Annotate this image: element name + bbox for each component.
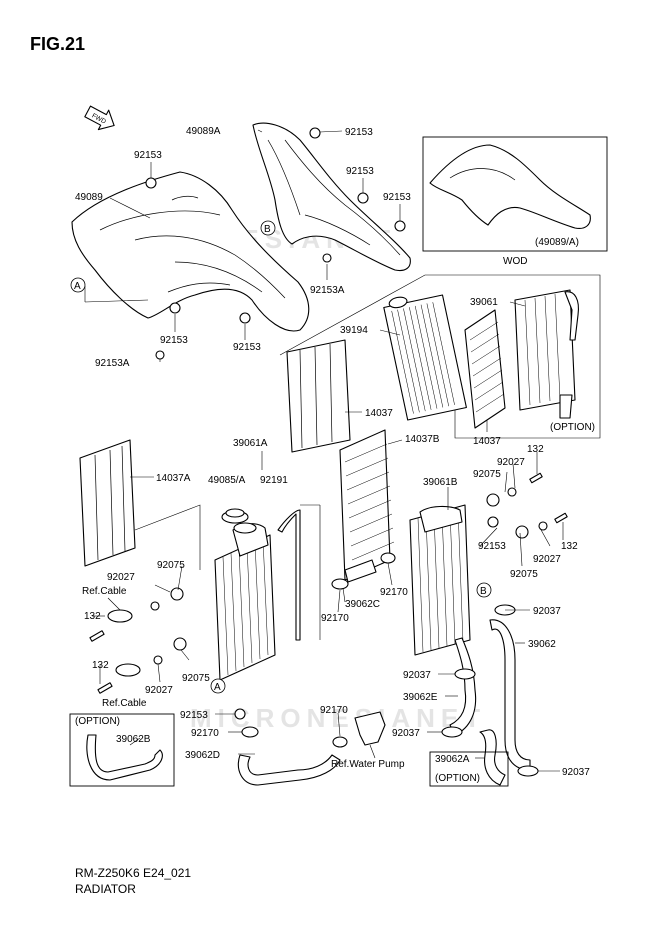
label-ref-cable-1: Ref.Cable <box>82 586 127 597</box>
hose-clamps <box>241 552 539 777</box>
callout-a-left-label: A <box>74 281 81 292</box>
label-132-upper: 132 <box>527 444 544 455</box>
label-132-left-1: 132 <box>84 611 101 622</box>
figure-name: RADIATOR <box>75 882 136 896</box>
label-39061A: 39061A <box>233 438 268 449</box>
label-92170-lower: 92170 <box>191 728 219 739</box>
label-92037-4: 92037 <box>562 767 590 778</box>
label-14037-left: 14037 <box>365 408 393 419</box>
label-92037-1: 92037 <box>533 606 561 617</box>
label-92037-3: 92037 <box>392 728 420 739</box>
label-49085A: 49085/A <box>208 475 246 486</box>
radiator-left <box>214 522 276 681</box>
label-39061B: 39061B <box>423 477 458 488</box>
callout-a-lower: A <box>210 678 226 694</box>
radiator-shroud-upper <box>252 122 411 272</box>
label-39062D: 39062D <box>185 750 220 761</box>
label-92075-left-2: 92075 <box>182 673 210 684</box>
callout-b-upper-label: B <box>264 224 271 235</box>
option-label-left: (OPTION) <box>75 716 120 727</box>
radiator-shroud-left <box>71 171 310 332</box>
label-39062A: 39062A <box>435 754 470 765</box>
option-label-right: (OPTION) <box>435 773 480 784</box>
option-box-left <box>69 713 175 787</box>
label-14037B: 14037B <box>405 434 440 445</box>
radiator-right <box>409 504 471 656</box>
option-box-right <box>429 751 509 787</box>
figure-title: FIG.21 <box>30 34 86 54</box>
hose-39062C <box>344 559 377 583</box>
label-92027-left-2: 92027 <box>145 685 173 696</box>
label-92153-f: 92153 <box>233 342 261 353</box>
water-pump-fitting <box>354 711 386 746</box>
group-outline-left <box>134 504 201 570</box>
label-92153-c: 92153 <box>346 166 374 177</box>
label-92170-pump: 92170 <box>320 705 348 716</box>
callout-b-right-label: B <box>480 586 487 597</box>
label-39062E: 39062E <box>403 692 438 703</box>
label-92153-h: 92153 <box>180 710 208 721</box>
label-92153-b: 92153 <box>134 150 162 161</box>
callout-a-lower-label: A <box>214 682 221 693</box>
label-92170-mid: 92170 <box>380 587 408 598</box>
label-ref-water-pump: Ref.Water Pump <box>331 759 405 770</box>
option-label-radiator: (OPTION) <box>550 422 595 433</box>
label-132-right: 132 <box>561 541 578 552</box>
figure-code: RM-Z250K6 E24_021 <box>75 866 192 880</box>
radiator-guard-upper <box>286 339 351 453</box>
label-92153A-upper: 92153A <box>310 285 345 296</box>
callout-b-upper: B <box>260 220 276 236</box>
group-outline-upper <box>279 274 601 439</box>
label-92153-g: 92153 <box>478 541 506 552</box>
label-92075-upper: 92075 <box>473 469 501 480</box>
label-49089A: 49089A <box>186 126 221 137</box>
label-132-left-2: 132 <box>92 660 109 671</box>
label-39194: 39194 <box>340 325 368 336</box>
hardware <box>89 127 568 720</box>
part-labels: 49089A 92153 92153 92153 92153 49089 921… <box>75 126 590 778</box>
label-ref-cable-2: Ref.Cable <box>102 698 147 709</box>
label-92075-left-1: 92075 <box>157 560 185 571</box>
label-92170-left: 92170 <box>321 613 349 624</box>
label-92153A-lower: 92153A <box>95 358 130 369</box>
label-92027-left-1: 92027 <box>107 572 135 583</box>
hose-39062B <box>86 734 163 781</box>
label-92027-upper: 92027 <box>497 457 525 468</box>
overflow-tube <box>277 509 301 641</box>
radiator-option <box>514 289 579 419</box>
label-92027-right: 92027 <box>533 554 561 565</box>
radiator-guard-left <box>79 439 136 567</box>
label-14037-right: 14037 <box>473 436 501 447</box>
label-39062B: 39062B <box>116 734 151 745</box>
wod-box: (49089/A) WOD <box>422 136 608 267</box>
hose-39062 <box>489 619 531 771</box>
label-92153-a: 92153 <box>345 127 373 138</box>
label-92153-e: 92153 <box>160 335 188 346</box>
label-92153-d: 92153 <box>383 192 411 203</box>
wod-variant-label: (49089/A) <box>535 237 579 248</box>
label-39062: 39062 <box>528 639 556 650</box>
callout-a-left: A <box>70 277 86 293</box>
label-39061: 39061 <box>470 297 498 308</box>
callout-b-right: B <box>476 582 492 598</box>
label-92191: 92191 <box>260 475 288 486</box>
label-92037-2: 92037 <box>403 670 431 681</box>
label-14037A: 14037A <box>156 473 191 484</box>
radiator-cap <box>221 508 249 524</box>
fwd-arrow: FWD <box>84 105 115 131</box>
hose-39062D <box>237 754 341 786</box>
leader-lines <box>84 129 564 772</box>
radiator-louver-upper <box>464 309 506 429</box>
label-39062C: 39062C <box>345 599 380 610</box>
wod-label: WOD <box>503 256 527 267</box>
hose-39062A <box>479 729 506 786</box>
radiator-upper <box>383 294 467 421</box>
label-49089: 49089 <box>75 192 103 203</box>
label-92075-right: 92075 <box>510 569 538 580</box>
